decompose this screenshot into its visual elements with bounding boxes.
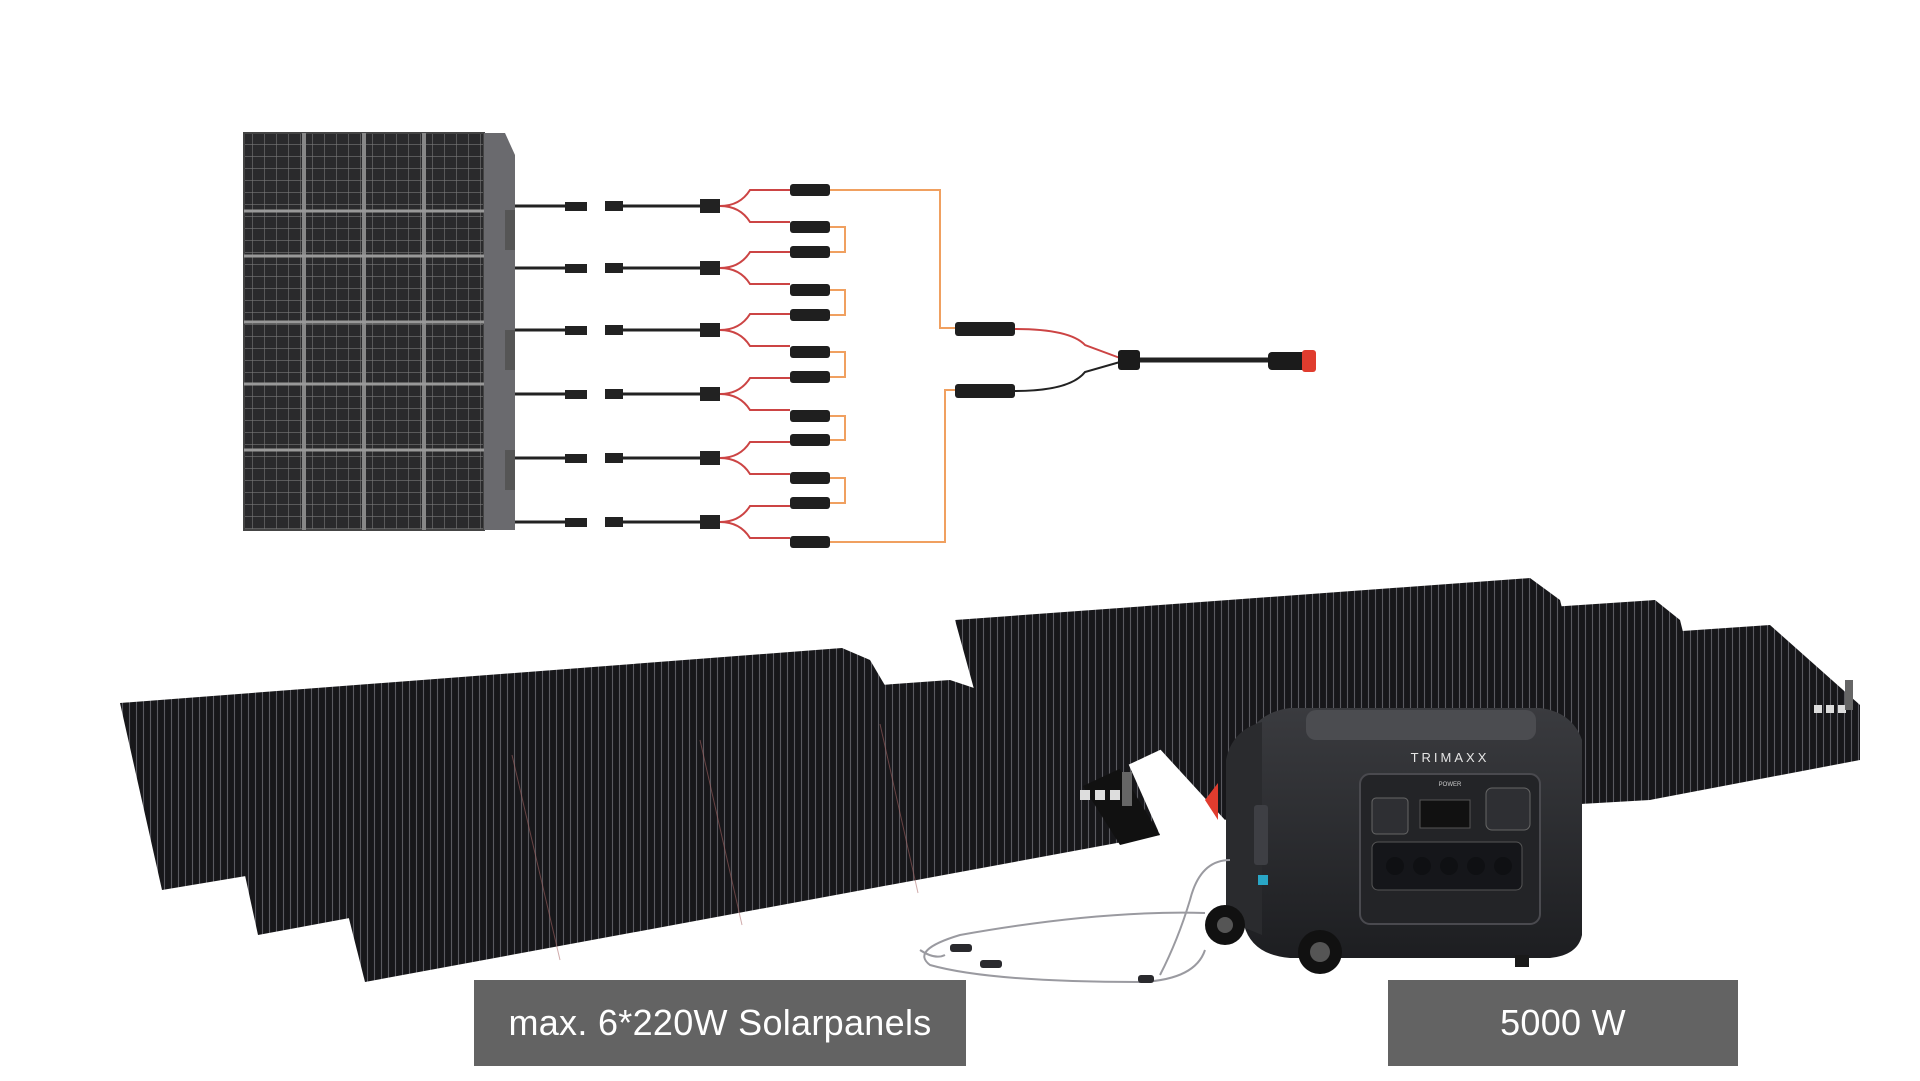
power-output-label: 5000 W — [1388, 980, 1738, 1066]
lcd-display — [1419, 799, 1471, 829]
power-label: POWER — [1439, 782, 1462, 788]
y-combiner-cable — [955, 322, 1316, 398]
mc4-connector-column — [790, 184, 830, 548]
station-input-cables — [919, 859, 1231, 984]
series-jumpers — [830, 189, 955, 543]
panel-stack-diagram — [243, 132, 515, 531]
output-plug — [1302, 350, 1316, 372]
brand-logo: TRIMAXX — [1411, 750, 1490, 765]
solar-panels-left — [120, 648, 1160, 982]
string-cable — [515, 189, 790, 223]
branch-cables — [515, 189, 790, 539]
panel-capacity-label: max. 6*220W Solarpanels — [474, 980, 966, 1066]
side-warning-flap — [1205, 783, 1218, 820]
power-station: TRIMAXX POWER — [1205, 708, 1582, 974]
